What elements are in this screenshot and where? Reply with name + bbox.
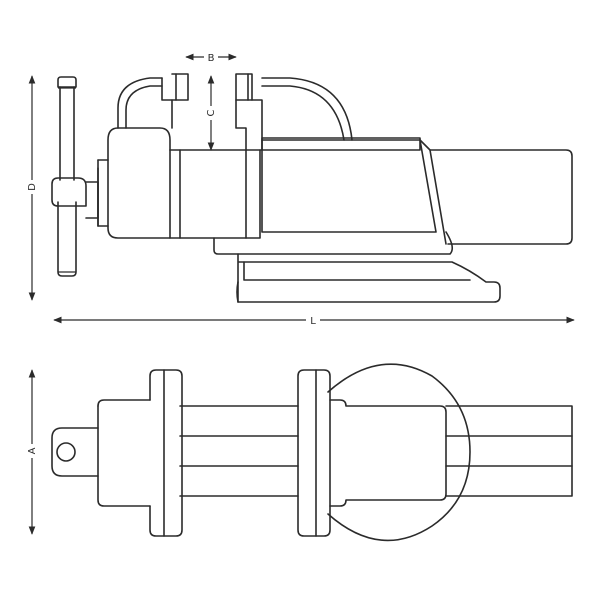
dimension-c-label: C	[206, 109, 217, 116]
handle-boss	[51, 167, 99, 227]
dimension-d-label: D	[27, 183, 38, 191]
screw-eye	[51, 427, 99, 477]
dimension-l-label: L	[310, 316, 316, 327]
dimension-a: A	[26, 369, 38, 535]
dimension-l: L	[53, 314, 575, 327]
movable-jaw	[97, 73, 189, 239]
side-view: B C D L	[26, 51, 575, 327]
slide-rails	[179, 405, 573, 497]
dimension-b-label: B	[208, 53, 215, 64]
fixed-jaw	[235, 73, 263, 151]
fixed-jaw-top	[297, 369, 447, 537]
base	[213, 231, 501, 303]
handle-bar	[57, 76, 77, 277]
top-view: A	[26, 363, 573, 542]
dimension-d: D	[26, 75, 38, 301]
swivel-head	[261, 77, 353, 141]
swivel-disc	[327, 363, 471, 542]
main-body	[169, 137, 573, 245]
movable-jaw-top	[97, 369, 183, 537]
dimension-a-label: A	[27, 447, 38, 454]
dimension-c: C	[205, 75, 217, 151]
dimension-b: B	[185, 51, 237, 64]
